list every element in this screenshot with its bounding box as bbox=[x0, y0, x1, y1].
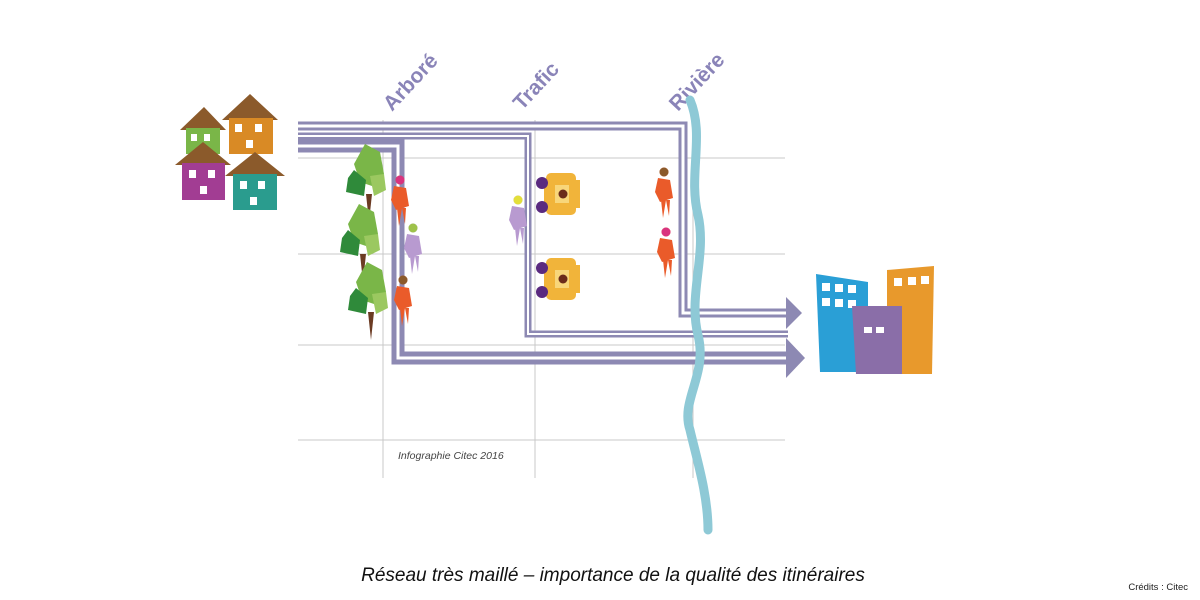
pedestrian-icon bbox=[509, 195, 527, 246]
column-labels: Arboré Trafic Rivière bbox=[379, 48, 730, 115]
watermark: Infographie Citec 2016 bbox=[398, 450, 504, 462]
pedestrians bbox=[391, 167, 675, 326]
label-trafic: Trafic bbox=[509, 58, 564, 115]
cars bbox=[536, 173, 580, 300]
label-arbore: Arboré bbox=[379, 49, 443, 115]
pedestrian-icon bbox=[655, 167, 673, 218]
arrow-head-upper bbox=[786, 297, 802, 329]
pedestrian-icon bbox=[394, 275, 412, 326]
pedestrian-icon bbox=[391, 175, 409, 226]
houses-icon bbox=[175, 94, 285, 210]
arrow-head-lower bbox=[786, 338, 805, 378]
car-icon bbox=[536, 173, 580, 215]
pedestrian-icon bbox=[657, 227, 675, 278]
routes bbox=[298, 121, 805, 378]
car-icon bbox=[536, 258, 580, 300]
tree-icon bbox=[348, 262, 388, 340]
buildings-icon bbox=[816, 266, 934, 374]
trees bbox=[340, 144, 388, 340]
label-riviere: Rivière bbox=[665, 48, 730, 115]
river bbox=[683, 95, 713, 535]
pedestrian-icon bbox=[404, 223, 422, 274]
credits: Crédits : Citec bbox=[1128, 582, 1188, 593]
caption: Réseau très maillé – importance de la qu… bbox=[361, 565, 865, 586]
